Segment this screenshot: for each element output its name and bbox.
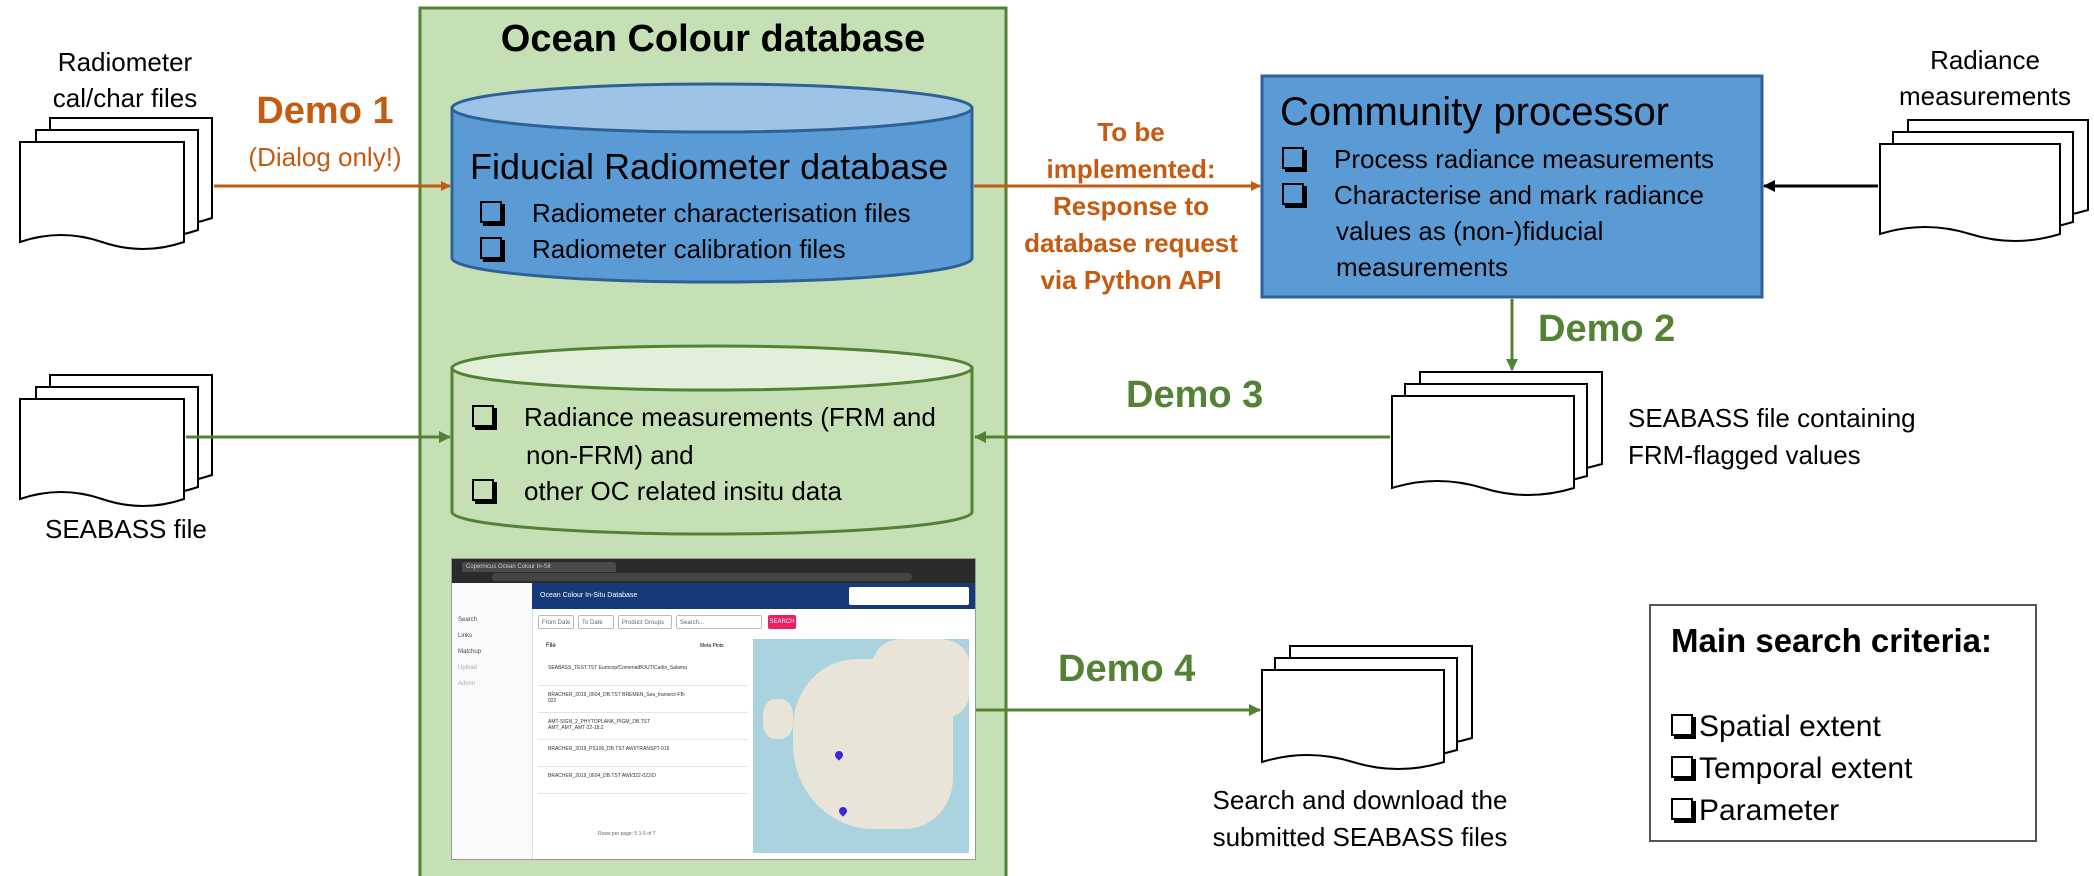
header-logos [849,587,969,605]
processor-item-1: Process radiance measurements [1282,144,1714,175]
app-header: Ocean Colour In-Situ Database [532,583,975,609]
address-bar [492,573,912,581]
search-button: SEARCH [768,615,796,629]
app-sidebar: Search Links Matchup Upload Admin [452,583,533,859]
insitu-item-1: Radiance measurements (FRM and [472,402,936,433]
criteria-item-temporal: Temporal extent [1671,752,1912,786]
sidebar-item-matchup: Matchup [458,649,482,655]
demo2-label: Demo 2 [1538,308,1676,350]
insitu-item-2: other OC related insitu data [472,476,842,507]
table-row: SEABASS_TEST.TST Eurocop/ComenatBOUT/Car… [538,659,748,686]
search-criteria-box: Main search criteria: Spatial extent Tem… [1649,604,2037,842]
browser-chrome: Copernicus Ocean Colour In-Sit [452,559,975,583]
criteria-item-parameter: Parameter [1671,794,1839,828]
col-actions: Meta Plots [700,643,724,649]
results-list: SEABASS_TEST.TST Eurocop/ComenatBOUT/Car… [538,655,748,855]
sidebar-item-admin: Admin [458,681,476,687]
demo4-label: Demo 4 [1058,648,1196,690]
pagination: Rows per page: 5 1-5 of 7 [598,831,656,837]
criteria-item-spatial: Spatial extent [1671,710,1881,744]
checkbox-icon [472,479,494,502]
fiducial-db-title: Fiducial Radiometer database [470,146,949,187]
checkbox-icon [1671,714,1693,737]
checkbox-icon [472,405,494,428]
fiducial-item-2: Radiometer calibration files [480,234,846,265]
demo1-note: (Dialog only!) [248,142,402,172]
checkbox-icon [1282,183,1304,206]
fiducial-db-cylinder [450,82,974,284]
checkbox-icon [480,237,502,260]
map-land [763,699,793,739]
checkbox-icon [480,201,502,224]
demo3-label: Demo 3 [1126,374,1264,416]
radiometer-files-label: Radiometer cal/char files [52,47,198,113]
fiducial-item-1: Radiometer characterisation files [480,198,911,229]
ocean-colour-db-title: Ocean Colour database [500,18,926,60]
processor-item-2-cont-1: values as (non-)fiducial [1336,216,1604,246]
to-date-field: To Date [578,615,614,629]
download-doc-stack [1261,645,1473,770]
product-groups-field: Product Groups [618,615,672,629]
web-app-screenshot: Copernicus Ocean Colour In-Sit Search Li… [451,558,976,860]
community-processor-box [1260,74,1764,299]
table-row: BRACHER_2019_0604_DB.TST BREMEN_Sea_tran… [538,686,748,713]
browser-tab: Copernicus Ocean Colour In-Sit [462,562,616,572]
insitu-item-1-cont: non-FRM) and [526,440,694,470]
radiance-measurements-label: Radiance measurements [1899,45,2071,111]
col-file: File [546,643,556,649]
download-label: Search and download the submitted SEABAS… [1212,785,1508,852]
table-row: BRACHER_2019_PS106_DB.TST AWI/TRANSPT-01… [538,740,748,767]
community-processor-title: Community processor [1280,90,1670,134]
seabass-file-label: SEABASS file [45,514,207,544]
seabass-input-doc-stack [19,374,213,507]
to-be-implemented-label: To be implemented: Response to database … [1024,117,1238,295]
table-row: AMT-SIGN_2_PHYTOPLANK_PIGM_DB.TST AMT_AM… [538,713,748,740]
table-row: BRACHER_2019_0604_DB.TST AWI/322-022/D [538,767,748,794]
checkbox-icon [1671,798,1693,821]
processor-item-2-cont-2: measurements [1336,252,1508,282]
from-date-field: From Date [538,615,574,629]
map-panel [753,639,969,853]
sidebar-item-upload: Upload [458,665,478,671]
sidebar-item-search: Search [458,617,478,623]
sidebar-item-links: Links [458,633,473,639]
seabass-output-label: SEABASS file containing FRM-flagged valu… [1628,403,1916,470]
demo1-label: Demo 1 [256,90,394,132]
seabass-output-doc-stack [1391,371,1603,496]
radiometer-files-doc-stack [19,117,213,250]
checkbox-icon [1282,147,1304,170]
checkbox-icon [1671,756,1693,779]
radiance-doc-stack [1879,119,2089,242]
processor-item-2: Characterise and mark radiance [1282,180,1704,211]
search-criteria-title: Main search criteria: [1671,622,1992,659]
map-land [873,639,969,719]
search-field: Search... [676,615,762,629]
filter-bar: From Date To Date Product Groups Search.… [538,615,968,631]
insitu-db-cylinder [450,344,974,536]
